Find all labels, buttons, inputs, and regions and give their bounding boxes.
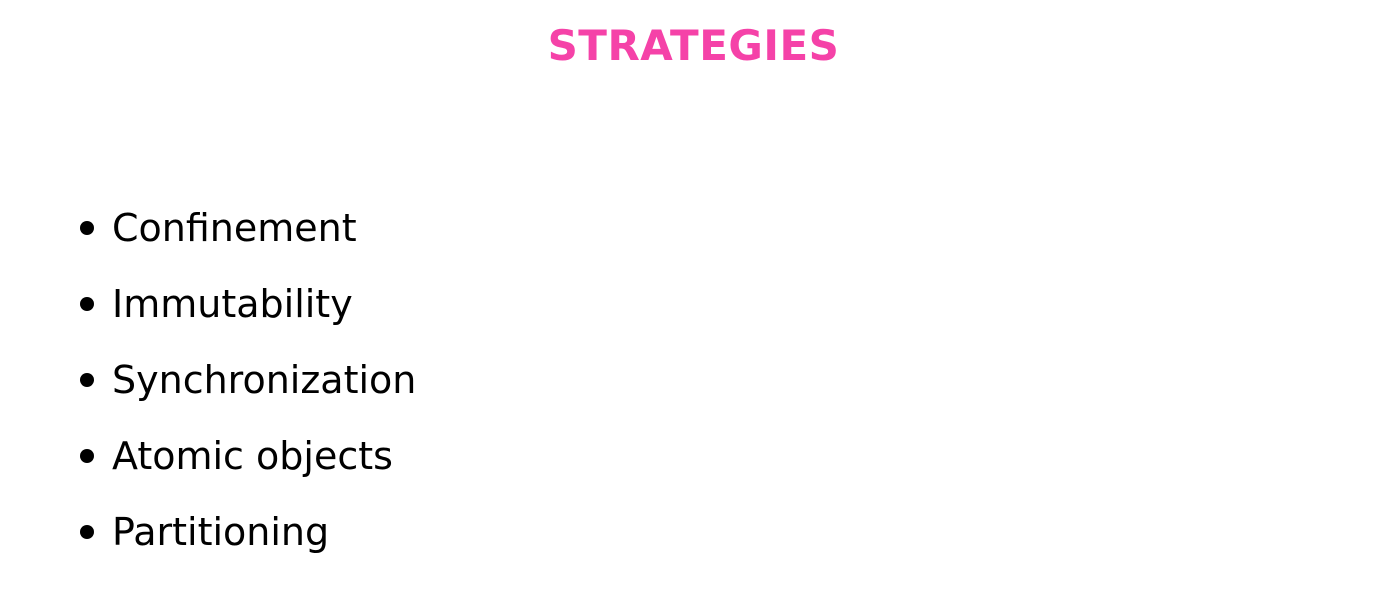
bullet-icon bbox=[80, 297, 94, 311]
list-item: Atomic objects bbox=[80, 418, 416, 494]
list-item: Partitioning bbox=[80, 494, 416, 570]
bullet-text: Immutability bbox=[112, 282, 353, 326]
bullet-text: Confinement bbox=[112, 206, 357, 250]
bullet-text: Partitioning bbox=[112, 510, 330, 554]
bullet-text: Atomic objects bbox=[112, 434, 393, 478]
bullet-icon bbox=[80, 525, 94, 539]
bullet-list: Confinement Immutability Synchronization… bbox=[80, 190, 416, 570]
bullet-icon bbox=[80, 221, 94, 235]
bullet-icon bbox=[80, 373, 94, 387]
list-item: Synchronization bbox=[80, 342, 416, 418]
bullet-icon bbox=[80, 449, 94, 463]
bullet-text: Synchronization bbox=[112, 358, 417, 402]
list-item: Confinement bbox=[80, 190, 416, 266]
list-item: Immutability bbox=[80, 266, 416, 342]
slide-title: STRATEGIES bbox=[547, 21, 840, 70]
